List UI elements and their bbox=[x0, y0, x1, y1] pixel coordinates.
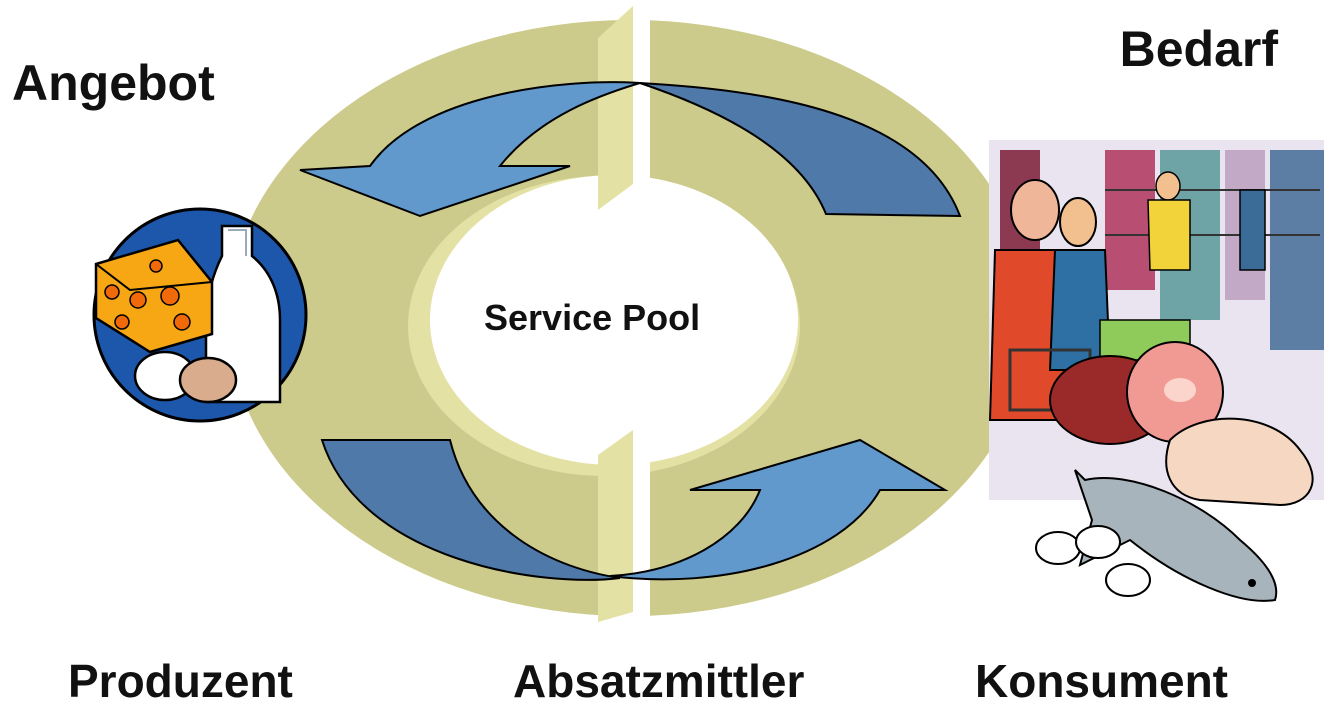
cheese-milk-eggs-icon bbox=[92, 207, 308, 423]
supermarket-shoppers-icon bbox=[989, 140, 1324, 500]
intermediary-label: Absatzmittler bbox=[513, 655, 805, 707]
arrow-top-left bbox=[299, 81, 641, 218]
arrow-bottom-right bbox=[609, 438, 949, 581]
consumer-label: Konsument bbox=[975, 655, 1228, 707]
demand-label: Bedarf bbox=[1119, 21, 1278, 77]
meat-poultry-fish-eggs-icon bbox=[1035, 341, 1314, 602]
ring-inner-bevel bbox=[408, 176, 800, 476]
producer-label: Produzent bbox=[68, 655, 293, 707]
supply-label: Angebot bbox=[12, 55, 215, 111]
ring-gap-face-top bbox=[598, 6, 633, 210]
ring-gap-face-bottom bbox=[598, 430, 633, 622]
service-pool-label: Service Pool bbox=[484, 297, 701, 338]
arrow-top-right bbox=[639, 82, 962, 218]
arrow-bottom-left bbox=[320, 439, 621, 581]
